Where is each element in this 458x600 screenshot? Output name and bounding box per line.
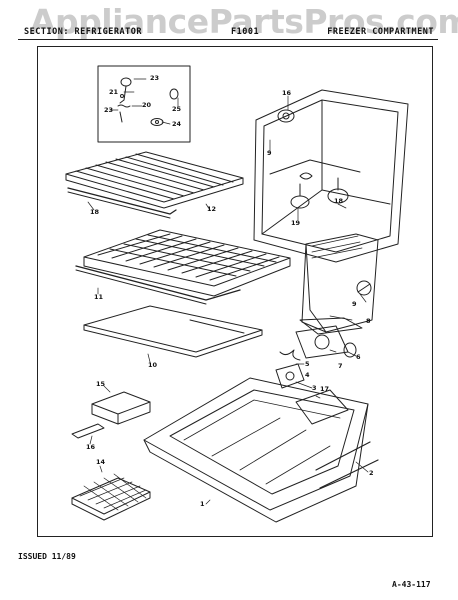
- callout-12: 12: [207, 205, 217, 213]
- callout-19: 18: [90, 208, 100, 216]
- glass-shelf: [75, 229, 291, 305]
- freezer-liner: [253, 89, 409, 263]
- ice-tray: [71, 473, 151, 521]
- callout-21: 20: [142, 101, 152, 109]
- compartment-title: FREEZER COMPARTMENT: [327, 27, 434, 37]
- callout-11: 11: [94, 293, 104, 301]
- diagram-frame: [37, 46, 433, 537]
- callout-14: 14: [96, 458, 106, 466]
- callout-20: 19: [291, 219, 301, 227]
- watermark: AppliancePartsPros.com: [30, 2, 458, 41]
- callout-9: 9: [267, 149, 272, 157]
- small-parts-inset: [97, 65, 191, 143]
- callout-19b: 18: [334, 197, 344, 205]
- issued-date: ISSUED 11/89: [18, 552, 76, 561]
- callout-1: 1: [200, 500, 205, 508]
- callout-8: 8: [366, 317, 371, 325]
- callout-6: 6: [356, 353, 361, 361]
- crisper-drawer: [71, 391, 151, 439]
- fan-assembly: [275, 325, 357, 389]
- callout-22: 21: [109, 88, 119, 96]
- callout-23b: 23: [104, 106, 114, 114]
- callout-23: 23: [150, 74, 160, 82]
- callout-25: 25: [172, 105, 182, 113]
- callout-15: 15: [96, 380, 106, 388]
- callout-16: 16: [86, 443, 96, 451]
- callout-10: 10: [148, 361, 158, 369]
- section-title: SECTION: REFRIGERATOR: [24, 27, 142, 37]
- page-code: A-43-117: [392, 580, 431, 589]
- leader-lines: [87, 78, 369, 505]
- callout-7: 7: [338, 362, 343, 370]
- callout-5: 5: [305, 360, 310, 368]
- callout-3: 3: [312, 384, 317, 392]
- freezer-floor-assembly: [143, 377, 379, 523]
- crisper-cover: [83, 305, 263, 358]
- page-header: SECTION: REFRIGERATOR F1001 FREEZER COMP…: [18, 24, 438, 40]
- callout-4: 4: [305, 371, 310, 379]
- model-code: F1001: [231, 27, 260, 37]
- callout-9b: 9: [352, 300, 357, 308]
- callout-17: 16: [282, 89, 292, 97]
- callout-2: 2: [369, 469, 374, 477]
- wire-shelf: [65, 151, 244, 219]
- header-rule: [18, 39, 438, 40]
- callout-18: 17: [320, 385, 330, 393]
- callout-24: 24: [172, 120, 182, 128]
